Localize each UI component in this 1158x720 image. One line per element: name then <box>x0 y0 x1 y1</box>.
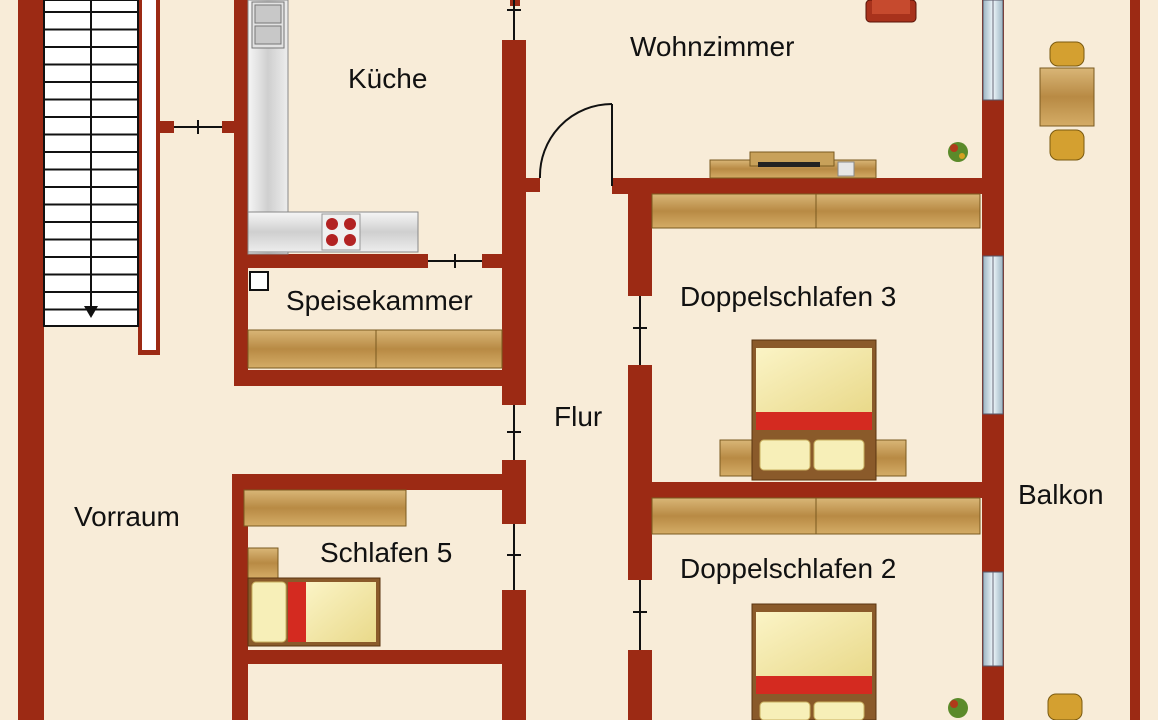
walls <box>18 0 1140 720</box>
stair-arrow-icon <box>84 306 98 318</box>
room-label-doppelschlafen2: Doppelschlafen 2 <box>680 553 896 584</box>
double-bed-2 <box>751 603 877 720</box>
room-label-speisekammer: Speisekammer <box>286 285 473 316</box>
room-label-vorraum: Vorraum <box>74 501 180 532</box>
room-label-schlafen5: Schlafen 5 <box>320 537 452 568</box>
balcony-chair-icon <box>1047 693 1083 720</box>
room-label-flur: Flur <box>554 401 602 432</box>
single-bed-5 <box>247 547 381 647</box>
room-label-kueche: Küche <box>348 63 427 94</box>
pantry-shelf <box>247 329 503 369</box>
pantry-chimney <box>249 271 269 291</box>
room-label-wohnzimmer: Wohnzimmer <box>630 31 794 62</box>
stove-icon <box>321 213 361 251</box>
room-label-balkon: Balkon <box>1018 479 1104 510</box>
staircase <box>43 0 139 327</box>
armchair-icon <box>865 0 917 23</box>
plant-icon <box>948 698 968 718</box>
room-label-doppelschlafen3: Doppelschlafen 3 <box>680 281 896 312</box>
balcony-table-icon <box>1039 41 1095 161</box>
double-bed-3 <box>719 339 907 481</box>
tv-cabinet <box>709 151 877 179</box>
door-markers <box>174 0 647 650</box>
wardrobe-5 <box>243 489 407 527</box>
swing-door <box>538 103 613 186</box>
plant-icon <box>948 142 968 162</box>
